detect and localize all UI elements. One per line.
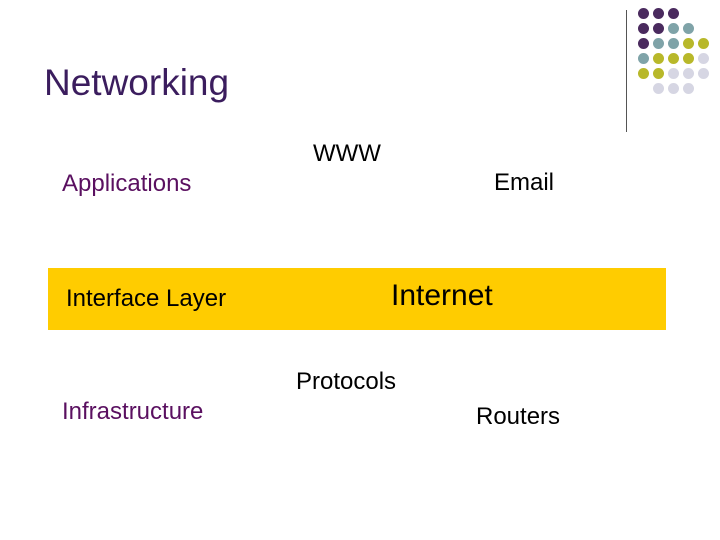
email-label: Email xyxy=(494,171,554,195)
decorative-dot xyxy=(683,68,694,79)
decorative-dot xyxy=(668,83,679,94)
decorative-dot xyxy=(698,38,709,49)
decorative-dot xyxy=(638,53,649,64)
decorative-dot xyxy=(668,8,679,19)
protocols-label: Protocols xyxy=(296,370,396,394)
decorative-dot xyxy=(668,38,679,49)
slide-title: Networking xyxy=(44,64,229,101)
decorative-dot xyxy=(683,83,694,94)
decorative-dot xyxy=(683,38,694,49)
decorative-dot xyxy=(668,68,679,79)
decorative-dot xyxy=(683,53,694,64)
decorative-dot xyxy=(653,83,664,94)
infrastructure-label: Infrastructure xyxy=(62,400,203,424)
decorative-dot xyxy=(668,23,679,34)
decorative-dot xyxy=(638,68,649,79)
decorative-dot xyxy=(668,53,679,64)
decorative-dot xyxy=(653,38,664,49)
decorative-dot xyxy=(638,8,649,19)
decorative-dot xyxy=(653,8,664,19)
decorative-dot xyxy=(638,23,649,34)
decorative-dot xyxy=(683,23,694,34)
internet-label: Internet xyxy=(391,281,493,311)
decorative-dot xyxy=(653,68,664,79)
decorative-dot xyxy=(653,23,664,34)
interface-layer-label: Interface Layer xyxy=(66,287,226,311)
decorative-dot xyxy=(698,68,709,79)
applications-label: Applications xyxy=(62,172,191,196)
routers-label: Routers xyxy=(476,405,560,429)
decorative-dot xyxy=(638,38,649,49)
decorative-dot xyxy=(653,53,664,64)
www-label: WWW xyxy=(313,142,381,166)
decorative-dot-grid xyxy=(638,8,720,120)
decorative-dot xyxy=(698,53,709,64)
decorative-divider xyxy=(626,10,627,132)
